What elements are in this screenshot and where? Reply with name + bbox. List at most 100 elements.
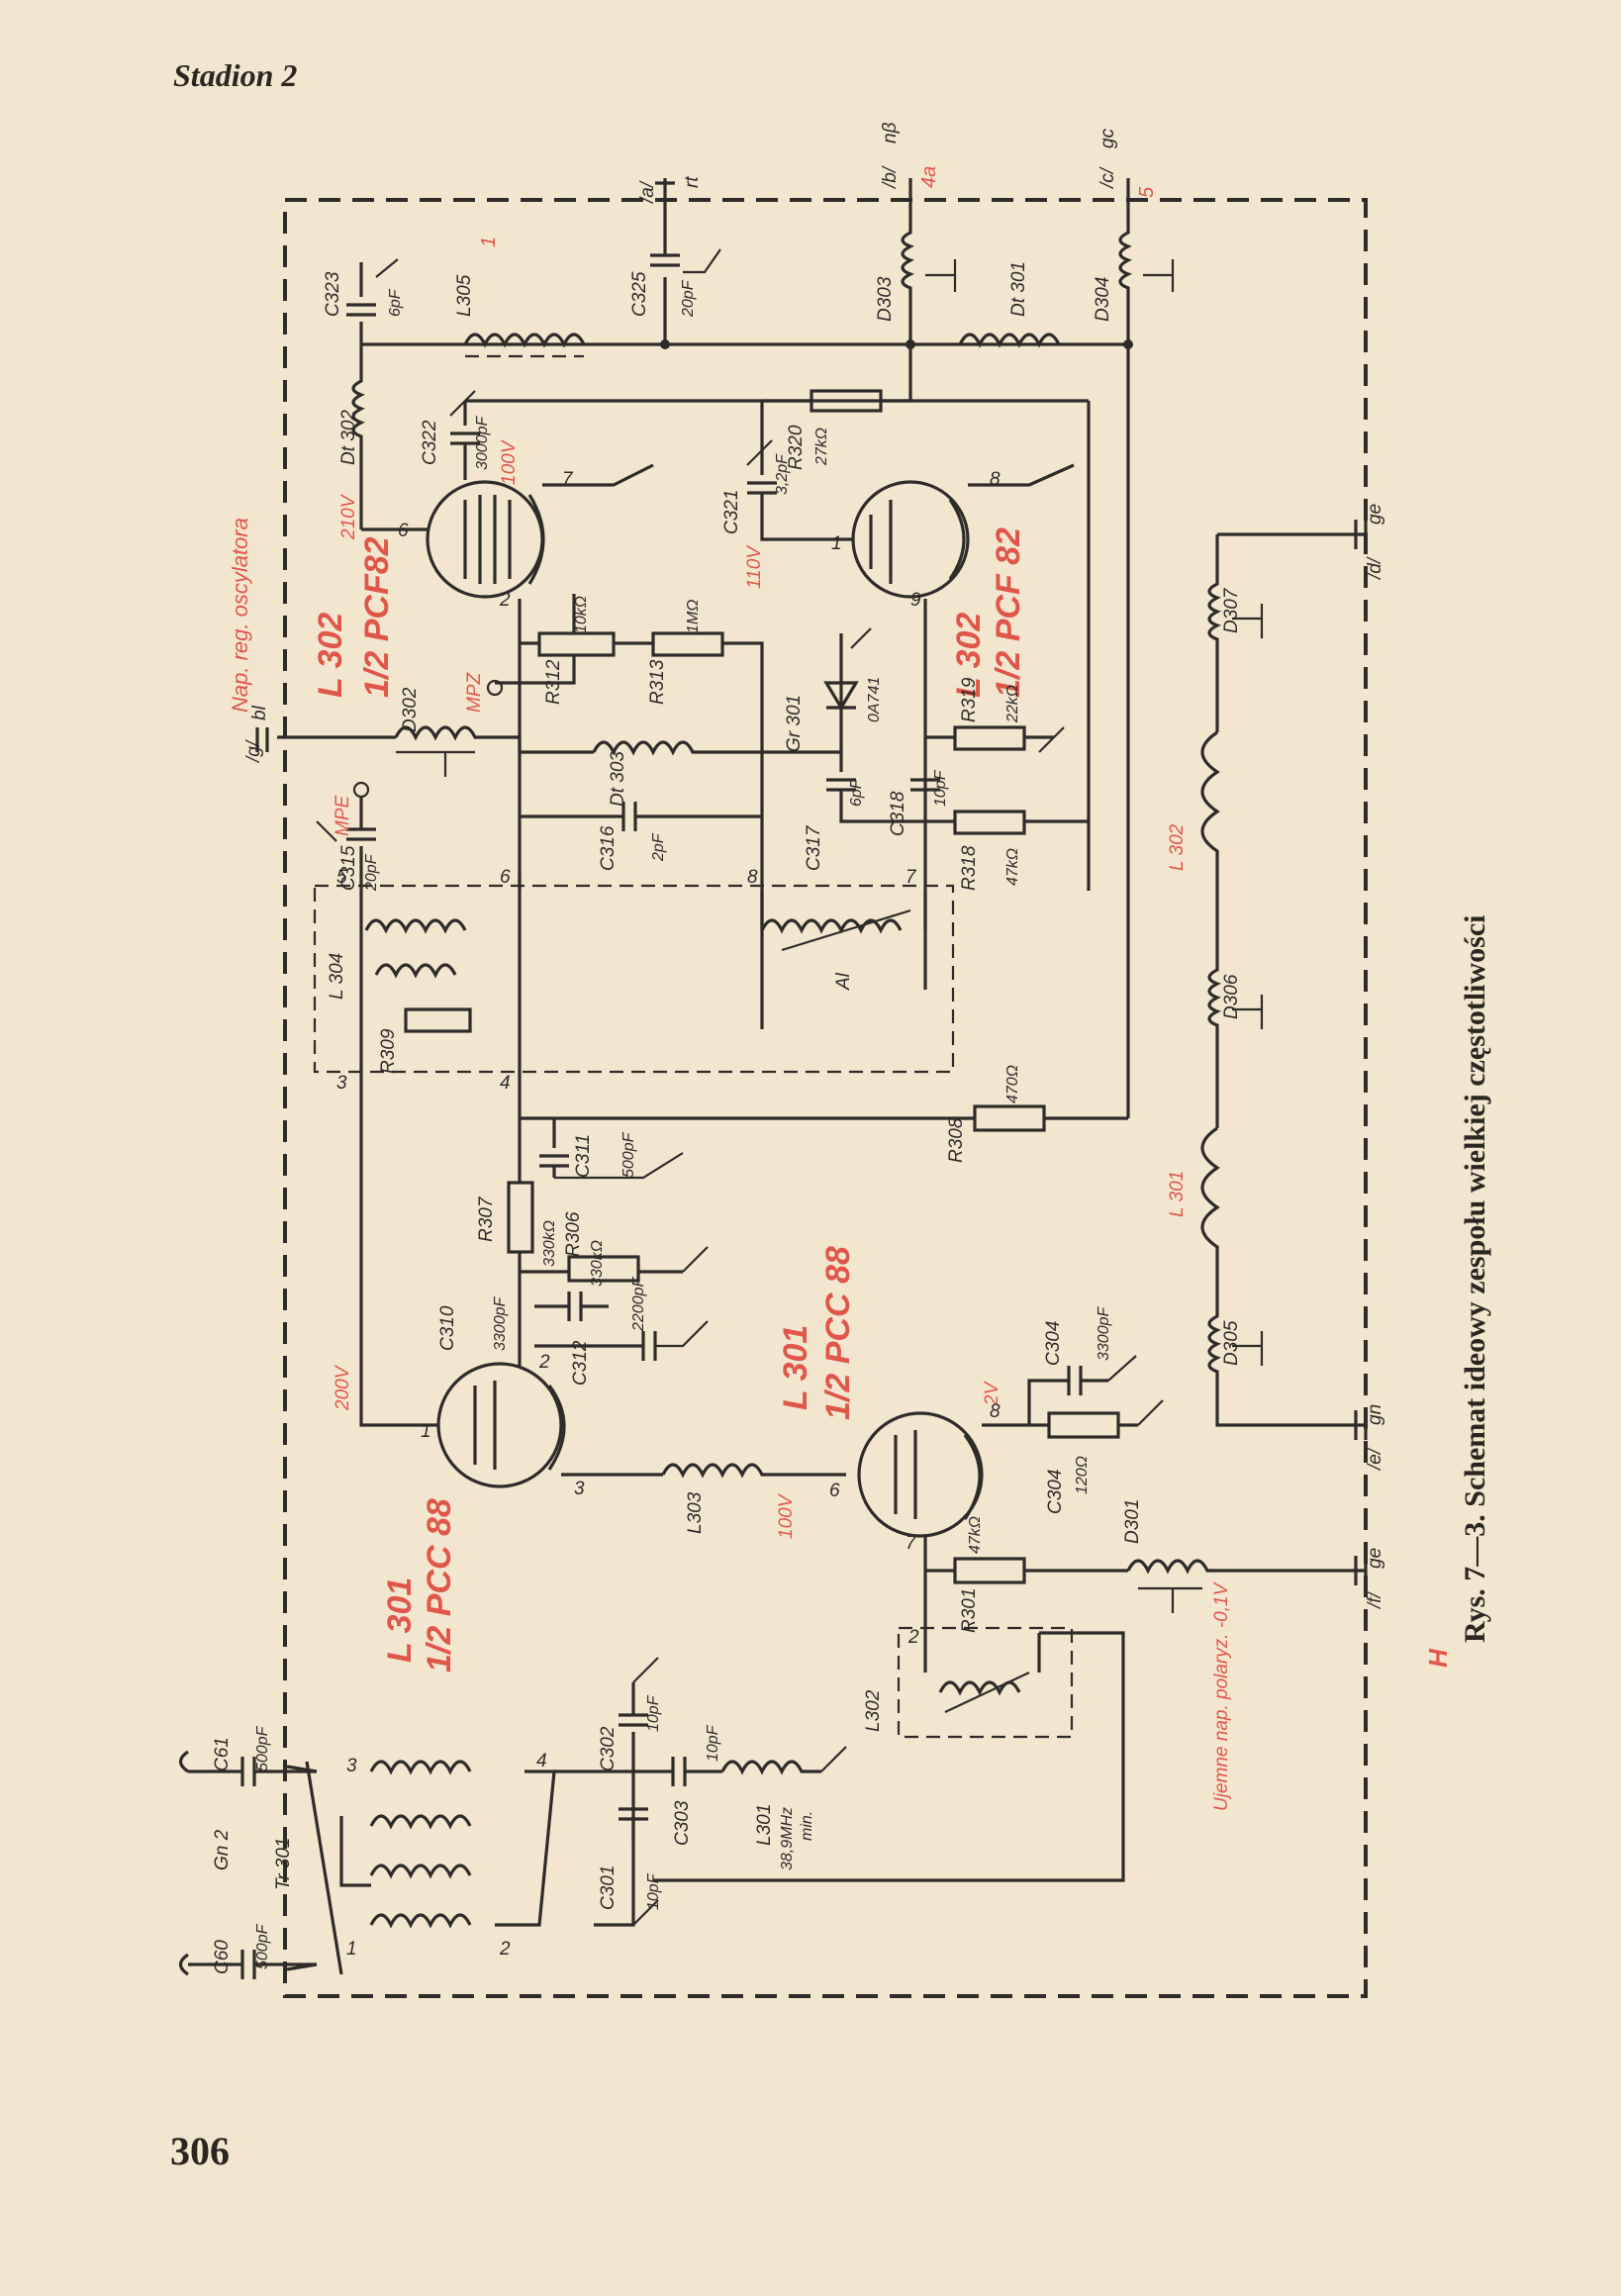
tube-cathode — [948, 499, 966, 580]
pin-8c: 8 — [990, 1401, 1001, 1422]
r306-ground — [682, 1246, 709, 1273]
label-c321-value: 3,2pF — [774, 453, 791, 495]
label-c303-value: 10pF — [705, 1724, 721, 1762]
antenna-input-sockets — [178, 1750, 189, 1976]
c309-ground — [655, 1320, 709, 1348]
pin-9: 9 — [910, 590, 921, 611]
pin-8: 8 — [990, 469, 1001, 490]
label-terminal-rt: rt — [682, 176, 703, 188]
coil-l301-right — [1200, 1126, 1220, 1287]
pin-2b: 2 — [538, 1352, 550, 1373]
tr301-winding-5 — [369, 1864, 472, 1879]
resistor-r301 — [953, 1557, 1026, 1584]
tube-cathode — [527, 494, 545, 585]
resistor-r313 — [651, 631, 724, 657]
capacitor-c310 — [534, 1292, 609, 1321]
capacitor-c60 — [188, 1950, 317, 1979]
d306-ground — [1232, 995, 1264, 1029]
label-c304b: C304 — [1045, 1470, 1066, 1514]
capacitor-c61 — [188, 1757, 317, 1786]
label-n1: 1 — [478, 237, 500, 247]
label-c301: C301 — [598, 1866, 619, 1910]
choke-d307 — [1207, 534, 1221, 732]
coil-l304-lower — [374, 963, 457, 979]
label-r306: R306 — [563, 1211, 584, 1257]
label-d305: D305 — [1221, 1320, 1242, 1366]
label-r313-value: 1MΩ — [685, 600, 702, 633]
pin-1b: 1 — [421, 1421, 431, 1442]
coil-al-trim — [781, 909, 911, 952]
label-d302: D302 — [400, 687, 421, 732]
coil-l303 — [661, 1463, 846, 1479]
label-bias: Ujemne nap. polaryz. -0,1V — [1211, 1580, 1232, 1811]
label-terminal-ge2: ge — [1365, 1548, 1385, 1569]
label-terminal-g: /g/ — [243, 739, 264, 764]
label-terminal-gn: gn — [1365, 1404, 1385, 1425]
label-tube-l301-left: L 301 — [381, 1578, 419, 1663]
label-c303: C303 — [672, 1800, 693, 1846]
junction — [906, 339, 915, 349]
label-r320-value: 27kΩ — [813, 428, 830, 466]
label-r318-value: 47kΩ — [1004, 848, 1021, 886]
label-r306-value: 330kΩ — [589, 1240, 606, 1287]
label-osc-voltage: Nap. reg. oscylatora — [228, 518, 252, 713]
l301-ground — [820, 1746, 847, 1772]
label-2v: 2V — [982, 1380, 1002, 1406]
pin-6b: 6 — [500, 867, 511, 888]
label-r318: R318 — [959, 845, 980, 891]
capacitor-c315 — [346, 797, 376, 871]
coil-al-leads — [760, 891, 927, 930]
tr301-core-line — [305, 1761, 343, 1975]
resistor-r308 — [973, 1104, 1046, 1132]
label-c316: C316 — [598, 825, 619, 871]
d307-ground — [1232, 604, 1264, 638]
label-d306: D306 — [1221, 974, 1242, 1019]
choke-d302 — [394, 725, 520, 741]
label-terminal-ge1: ge — [1365, 504, 1385, 525]
junction — [660, 339, 670, 349]
label-c325-value: 20pF — [680, 279, 697, 318]
c304-resistor-ground — [1137, 1399, 1164, 1426]
label-l301-min: min. — [799, 1811, 815, 1841]
pin-4: 4 — [500, 1073, 511, 1094]
shield-enclosure — [283, 198, 1368, 1998]
pin-5: 5 — [336, 867, 347, 888]
label-c304b-value: 120Ω — [1074, 1456, 1091, 1494]
label-h: H — [1423, 1648, 1453, 1668]
mpe-test-point — [352, 781, 370, 799]
label-dt303: Dt 303 — [608, 751, 628, 807]
label-c318-value: 10pF — [932, 769, 949, 807]
label-r308-value: 470Ω — [1004, 1065, 1021, 1103]
pin-2: 2 — [499, 590, 511, 611]
label-c61-value: 500pF — [254, 1725, 271, 1771]
terminal-g — [255, 727, 269, 752]
label-d301: D301 — [1122, 1499, 1143, 1544]
c322-trimmer — [449, 390, 476, 417]
label-c315: C315 — [338, 845, 359, 891]
c302-ground — [632, 1657, 659, 1683]
label-l301-right: L 301 — [1167, 1171, 1188, 1217]
pin-6: 6 — [398, 521, 409, 541]
r319-ground — [1038, 726, 1065, 753]
label-c317: C317 — [804, 824, 824, 871]
resistor-r306 — [567, 1255, 640, 1283]
coil-block-enclosure — [313, 884, 955, 1074]
tr301-winding-wire — [339, 1816, 371, 1887]
pin-7: 7 — [562, 469, 574, 490]
label-c60: C60 — [212, 1940, 233, 1974]
terminal-d — [1354, 520, 1368, 549]
resistor-r319 — [953, 725, 1026, 751]
capacitor-c325 — [650, 208, 680, 344]
label-c321: C321 — [721, 490, 742, 534]
tr301-output-wire — [554, 1770, 635, 1927]
pot-wiper — [495, 594, 576, 685]
capacitor-c323 — [346, 262, 376, 344]
label-c310: C310 — [437, 1305, 458, 1351]
l302-lower-wires — [653, 1631, 1125, 1882]
label-c61: C61 — [212, 1737, 233, 1771]
label-terminal-f: /f/ — [1365, 1590, 1385, 1610]
label-100v-bottom: 100V — [776, 1492, 797, 1539]
tube-wire — [542, 463, 654, 487]
c325-ground — [683, 248, 721, 274]
